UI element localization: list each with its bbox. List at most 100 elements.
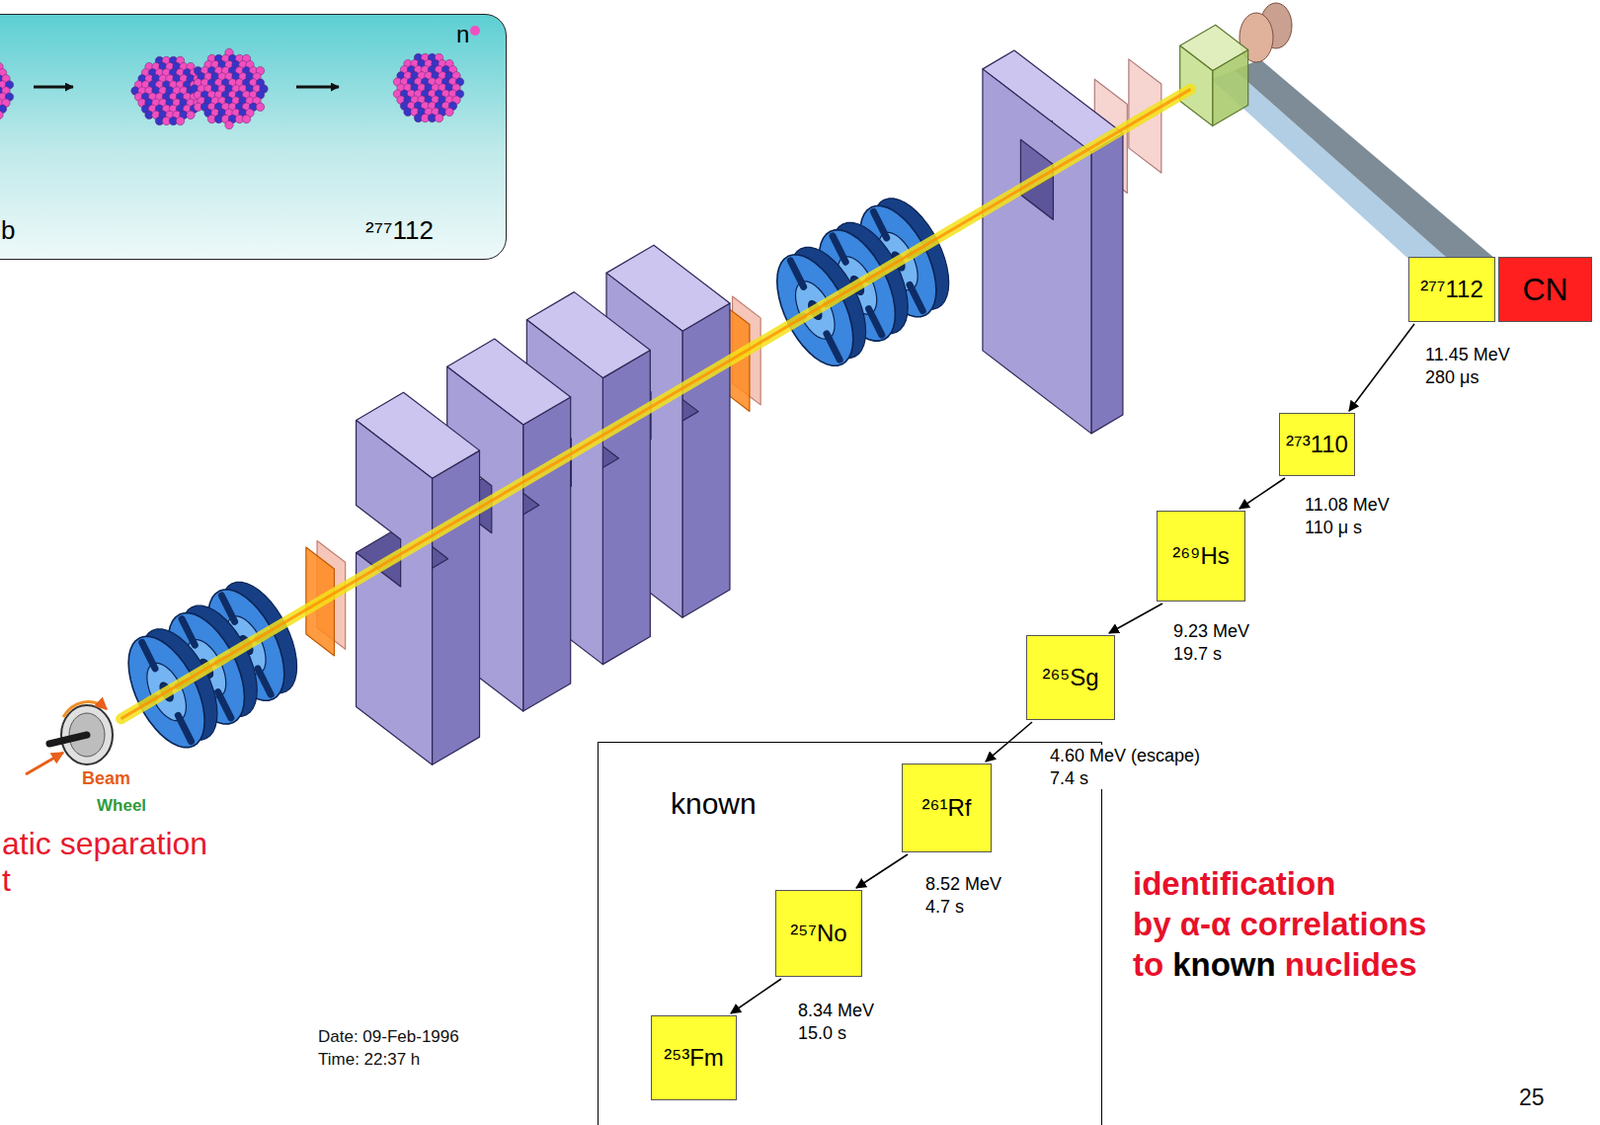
pole-shoe (218, 692, 232, 719)
solid-face (1091, 133, 1123, 434)
text-anchor: n (456, 20, 470, 49)
nucleon (186, 110, 195, 119)
identification-note: by α-α correlations (1132, 905, 1427, 944)
nucleon (241, 114, 250, 123)
decay-energy-time: 11.45 MeV 280 μs (1425, 343, 1529, 389)
text-anchor: Wheel (96, 796, 147, 816)
solid-face (356, 420, 433, 766)
nuclide-name: ²⁵⁷No (790, 919, 847, 948)
decay-arrow (856, 854, 908, 888)
text-anchor: Beam (81, 768, 131, 790)
decay-energy-time: 8.52 MeV 4.7 s (925, 873, 1020, 918)
pole-shoe (909, 284, 923, 311)
identification-note: to (1132, 946, 1164, 984)
nuclide-name: ²⁶¹Rf (922, 794, 972, 822)
reaction-arrow (33, 85, 74, 89)
wheel-label: Wheel (96, 796, 147, 816)
decay-data-patch: 8.52 MeV 4.7 s (923, 873, 1022, 918)
nuclide-name: ²⁶⁵Sg (1041, 663, 1099, 692)
rotation-arrow (63, 701, 107, 718)
dipole-magnet (356, 392, 480, 765)
time-stamp: Time: 22:37 h (318, 1049, 420, 1070)
reaction-inset: n b ²⁷⁷112 (0, 13, 507, 260)
text-anchor: Date: 09-Feb-1996 (318, 1027, 460, 1047)
nucleon (434, 113, 443, 122)
method-caption: atic separation (1, 825, 208, 863)
text-anchor: by α-α correlations (1132, 905, 1427, 944)
nuclide-name: ²⁷⁷112 (1420, 275, 1484, 304)
nucleon (255, 102, 264, 111)
nuclide-box: ²⁷⁷112 (1408, 256, 1496, 322)
identification-note: identification (1132, 865, 1336, 903)
method-caption: t (1, 862, 11, 899)
decay-arrow (730, 978, 782, 1014)
decay-energy-time: 4.60 MeV (escape) 7.4 s (1049, 744, 1218, 790)
projectile-nucleus (0, 56, 14, 125)
target-label: b (0, 216, 15, 246)
text-anchor: b (0, 216, 15, 246)
text-anchor: known (670, 787, 757, 822)
decay-data-patch: 11.45 MeV 280 μs (1423, 343, 1531, 389)
focal-plane-detector (1180, 24, 1249, 126)
nuclide-box: ²⁵³Fm (650, 1015, 737, 1101)
pole-shoe (142, 641, 156, 668)
solid-face (682, 303, 730, 618)
solid-face (1180, 45, 1213, 126)
nucleon (175, 116, 184, 125)
pole-shoe (177, 715, 191, 741)
pole-shoe (257, 668, 271, 695)
dinuclear-system (190, 48, 268, 130)
nuclide-box: ²⁶⁵Sg (1026, 635, 1116, 720)
solid-face (523, 397, 571, 712)
compound-nucleus (393, 53, 464, 122)
wheel-axle (49, 734, 87, 744)
text-anchor: Time: 22:37 h (318, 1049, 420, 1070)
text-anchor: atic separation (1, 825, 208, 863)
neutron-symbol: n (456, 20, 470, 49)
nuclide-box: ²⁵⁷No (775, 889, 863, 977)
date-stamp: Date: 09-Feb-1996 (318, 1027, 460, 1047)
reaction-arrow (296, 85, 339, 89)
pole-shoe (869, 309, 882, 335)
decay-arrow (1239, 478, 1285, 509)
identification-note: nuclides (1284, 946, 1418, 984)
pole-shoe (790, 260, 803, 287)
compound-nucleus-box: CN (1498, 256, 1593, 322)
detector-view-cone (1234, 59, 1496, 259)
decay-energy-time: 11.08 MeV 110 μ s (1304, 493, 1409, 539)
identification-note: known (1172, 946, 1277, 984)
nucleon (225, 120, 234, 129)
decay-data-patch: 11.08 MeV 110 μ s (1302, 493, 1411, 539)
text-anchor: t (1, 862, 11, 899)
nuclide-name: ²⁶⁹Hs (1172, 542, 1229, 570)
text-anchor: 25 (1519, 1084, 1545, 1111)
fusion-sequence (0, 25, 480, 130)
solid-face (432, 450, 480, 765)
region-heading: known (670, 787, 757, 822)
pole-shoe (826, 333, 840, 360)
known-region: known ²⁶¹Rf ²⁵⁷No ²⁵³Fm (597, 741, 1103, 1125)
text-anchor: ²⁷⁷112 (365, 216, 434, 246)
nucleon (445, 107, 454, 116)
compound-label: ²⁷⁷112 (365, 216, 434, 246)
dipole-magnet (982, 50, 1123, 434)
nuclide-name: CN (1521, 271, 1568, 309)
nuclide-box: ²⁷³110 (1279, 412, 1356, 477)
nuclide-box: ²⁶¹Rf (901, 763, 992, 853)
solid-face (982, 69, 1092, 434)
decay-energy-time: 8.34 MeV 15.0 s (798, 999, 892, 1044)
nuclide-name: ²⁷³110 (1285, 430, 1349, 459)
incoming-beam-arrow (25, 752, 64, 775)
decay-arrow (1109, 603, 1163, 634)
neutron-dot (470, 25, 480, 36)
decay-data-patch: 4.60 MeV (escape) 7.4 s (1047, 744, 1220, 790)
dinuclear-system (131, 56, 209, 125)
text-anchor: identification (1132, 865, 1336, 903)
decay-data-patch: 9.23 MeV 19.7 s (1171, 620, 1275, 665)
decay-energy-time: 9.23 MeV 19.7 s (1173, 620, 1273, 665)
decay-data-patch: 8.34 MeV 15.0 s (796, 999, 894, 1044)
pole-shoe (832, 236, 846, 262)
beam-label: Beam (81, 768, 131, 790)
text-row: toknownnuclides (1132, 946, 1418, 984)
decay-arrow (1349, 323, 1415, 411)
